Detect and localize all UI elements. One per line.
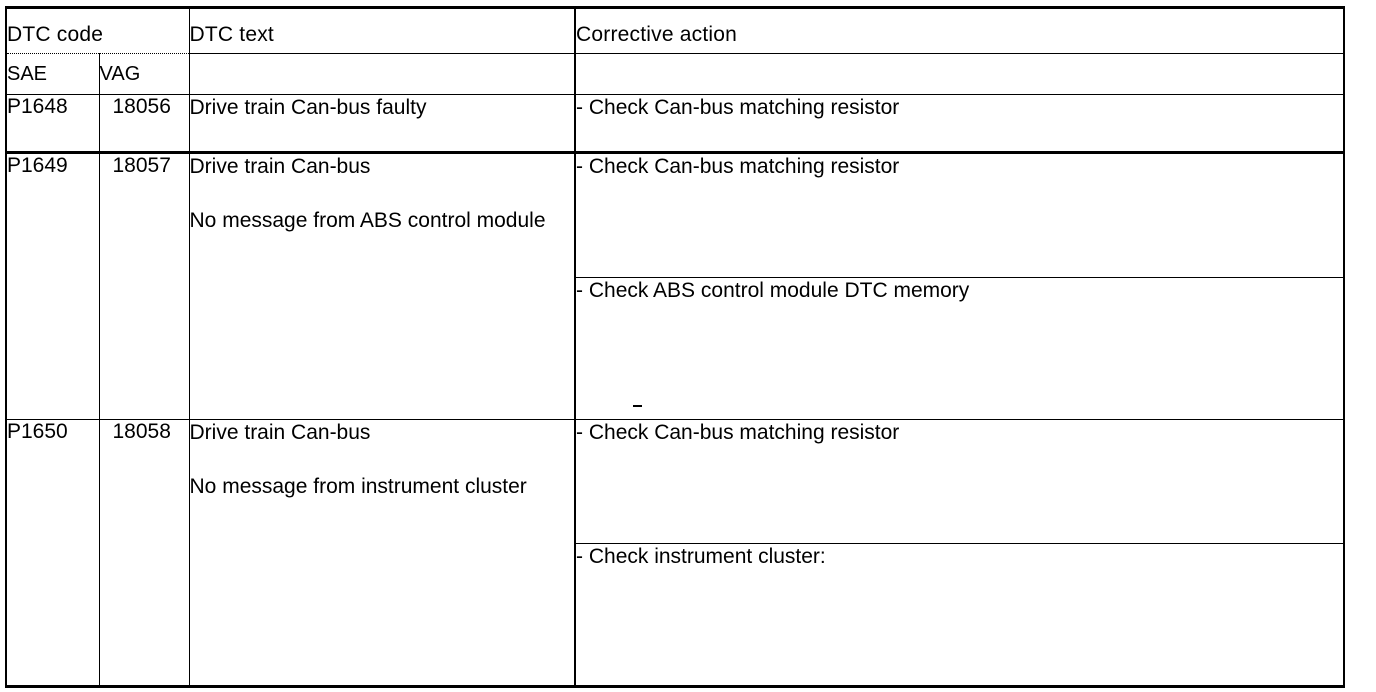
dtc-text-line: No message from ABS control module (189, 208, 546, 232)
header-vag-label: VAG (99, 63, 141, 85)
cell-corrective-action: - Check Can-bus matching resistor (574, 94, 1346, 154)
corrective-action-row: - Check Can-bus matching resistor (576, 420, 1344, 544)
cell-corrective-action: - Check Can-bus matching resistor - Chec… (574, 419, 1346, 688)
header-dtc-text: DTC text (188, 6, 576, 54)
header-dtc-code: DTC code (4, 6, 190, 54)
corrective-action-row: - Check Can-bus matching resistor (576, 154, 1344, 278)
corrective-action-item: - Check ABS control module DTC memory (576, 277, 1344, 419)
table-header-row-sub: SAE VAG (5, 53, 1346, 95)
header-vag: VAG (99, 53, 190, 95)
cell-dtc-text: Drive train Can-bus faulty (189, 94, 576, 154)
cell-sae-code: P1650 (5, 419, 100, 688)
table-row: P1648 18056 Drive train Can-bus faulty -… (5, 94, 1346, 154)
corrective-action-text: - Check Can-bus matching resistor (576, 421, 900, 444)
corrective-action-text: - Check Can-bus matching resistor (576, 155, 900, 178)
corrective-action-row: - Check instrument cluster: (576, 543, 1344, 685)
header-sae: SAE (5, 53, 100, 95)
corrective-action-text: - Check Can-bus matching resistor (576, 96, 900, 119)
dtc-text-line: Drive train Can-bus (189, 155, 371, 178)
scan-artifact-speck (633, 405, 642, 407)
header-dtc-text-sub (189, 53, 576, 95)
dtc-table-wrapper: DTC code DTC text Corrective action SAE … (4, 6, 1346, 688)
cell-sae-code: P1649 (5, 152, 100, 420)
cell-dtc-text: Drive train Can-bus No message from ABS … (189, 152, 576, 420)
header-corrective-action-sub (574, 53, 1346, 95)
corrective-action-subtable: - Check Can-bus matching resistor - Chec… (576, 154, 1344, 419)
table-row: P1649 18057 Drive train Can-bus No messa… (5, 152, 1346, 420)
cell-vag-code: 18058 (99, 419, 190, 688)
corrective-action-text: - Check instrument cluster: (576, 544, 826, 568)
corrective-action-row: - Check Can-bus matching resistor (576, 95, 1344, 151)
corrective-action-item: - Check Can-bus matching resistor (576, 420, 1344, 544)
header-corrective-action-sub-label (576, 54, 1343, 63)
corrective-action-item: - Check Can-bus matching resistor (576, 95, 1344, 151)
cell-corrective-action: - Check Can-bus matching resistor - Chec… (574, 152, 1346, 420)
cell-dtc-text: Drive train Can-bus No message from inst… (189, 419, 576, 688)
header-corrective-action-label: Corrective action (576, 23, 737, 46)
header-dtc-text-sub-label (190, 54, 575, 63)
header-corrective-action: Corrective action (574, 6, 1346, 54)
dtc-text-line: Drive train Can-bus (189, 421, 371, 444)
table-header-row-main: DTC code DTC text Corrective action (4, 6, 1346, 54)
cell-vag-code: 18057 (99, 152, 190, 420)
corrective-action-item: - Check instrument cluster: (576, 543, 1344, 685)
cell-sae-code: P1648 (5, 94, 100, 154)
header-sae-label: SAE (7, 63, 48, 85)
header-dtc-text-label: DTC text (189, 23, 274, 46)
table-row: P1650 18058 Drive train Can-bus No messa… (5, 419, 1346, 688)
corrective-action-subtable: - Check Can-bus matching resistor (576, 95, 1344, 151)
corrective-action-subtable: - Check Can-bus matching resistor - Chec… (576, 420, 1344, 685)
cell-vag-code: 18056 (99, 94, 190, 154)
dtc-text-line: No message from instrument cluster (189, 474, 527, 498)
dtc-text-line: Drive train Can-bus faulty (189, 96, 427, 119)
header-dtc-code-label: DTC code (7, 23, 104, 46)
dtc-table: DTC code DTC text Corrective action SAE … (4, 6, 1346, 688)
corrective-action-row: - Check ABS control module DTC memory (576, 277, 1344, 419)
corrective-action-text: - Check ABS control module DTC memory (576, 278, 970, 302)
corrective-action-item: - Check Can-bus matching resistor (576, 154, 1344, 278)
